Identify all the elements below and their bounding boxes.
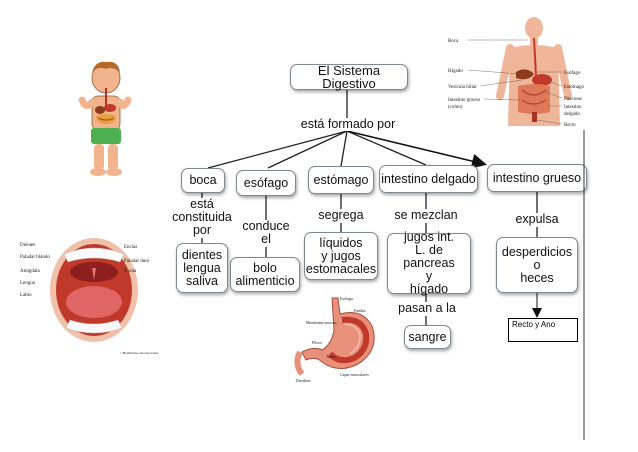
organ-node-boca: boca bbox=[181, 168, 225, 193]
organ-label: boca bbox=[189, 173, 217, 187]
title-text: El Sistema Digestivo bbox=[317, 63, 381, 91]
body-label-intestino-grueso: Intestino grueso bbox=[448, 98, 481, 103]
organ-node-intestino-delgado: intestino delgado bbox=[379, 165, 478, 193]
stomach-label-piloro: Píloro bbox=[312, 340, 322, 345]
line-to-intestino-grueso bbox=[346, 130, 487, 169]
organ-label: esófago bbox=[243, 175, 289, 190]
organ-label: intestino grueso bbox=[492, 170, 582, 185]
result-node-esofago: bolo alimenticio bbox=[230, 257, 300, 292]
body-label-colon: (colon) bbox=[448, 105, 463, 110]
body-label-delgado: delgado bbox=[564, 112, 580, 117]
result-label: líquidos y jugos estomacales bbox=[305, 235, 377, 276]
result-label: desperdicios o heces bbox=[501, 244, 573, 285]
organ-node-esofago: esófago bbox=[236, 170, 296, 196]
body-label-pancreas: Páncreas bbox=[564, 97, 582, 102]
note-box: Recto y Ano bbox=[508, 318, 578, 342]
line-to-esofago bbox=[267, 130, 348, 169]
result-label: bolo alimenticio bbox=[235, 260, 295, 288]
mouth-label-amigdala: Amígdala bbox=[20, 269, 40, 274]
body-label-boca: Boca bbox=[448, 39, 459, 44]
line-to-intestino-delgado bbox=[346, 130, 427, 166]
link-esofago: conduce el bbox=[236, 220, 296, 246]
organ-node-estomago: estómago bbox=[308, 166, 374, 194]
result-label: jugos int. L. de pancreas y hígado bbox=[403, 230, 455, 296]
link-intestino-delgado: se mezclan bbox=[393, 208, 459, 222]
stomach-label-fundus: Fundus bbox=[354, 308, 366, 313]
body-label-recto: Recto bbox=[564, 123, 576, 128]
stomach-label-membrana: Membrana mucosa bbox=[306, 320, 337, 325]
result-label: sangre bbox=[408, 329, 447, 344]
mouth-label-lengua: Lengua bbox=[20, 281, 36, 286]
result-node-boca: dientes lengua saliva bbox=[176, 243, 228, 293]
result-node-estomago: líquidos y jugos estomacales bbox=[304, 232, 378, 280]
link-estomago: segrega bbox=[309, 209, 373, 222]
note-text: Recto y Ano bbox=[512, 320, 556, 329]
stomach-label-esofago: Esófago bbox=[340, 296, 353, 301]
title-node: El Sistema Digestivo bbox=[290, 64, 408, 90]
result-label: dientes lengua saliva bbox=[181, 247, 223, 288]
body-label-vesicula: Vesícula biliar bbox=[448, 85, 477, 90]
organ-label: estómago bbox=[313, 172, 369, 187]
mouth-label-dientes: Dientes bbox=[20, 243, 35, 248]
link-boca: está constituida por bbox=[166, 198, 238, 237]
link-intestino-grueso: expulsa bbox=[508, 213, 566, 226]
mouth-label-encias: Encías bbox=[124, 245, 137, 250]
root-link-text: está formado por bbox=[295, 118, 401, 131]
line-to-estomago bbox=[340, 130, 348, 167]
mouth-label-paladar-blando: Paladar blando bbox=[20, 255, 50, 260]
result-node-intestino-delgado: jugos int. L. de pancreas y hígado bbox=[387, 230, 471, 296]
organ-label: intestino delgado bbox=[381, 171, 476, 186]
mouth-label-labio: Labio bbox=[20, 293, 32, 298]
human-body-digestive-illustration: Boca Hígado Vesícula biliar Intestino gr… bbox=[448, 17, 584, 128]
mouth-credit: ©Healthwise, Incorporated bbox=[120, 350, 158, 356]
link2-intestino-delgado: pasan a la bbox=[395, 302, 459, 315]
organ-node-intestino-grueso: intestino grueso bbox=[487, 164, 587, 192]
stomach-label-antro: Antro bbox=[326, 354, 335, 359]
stomach-label-duodeno: Duodeno bbox=[296, 378, 311, 383]
body-label-esofago: Esófago bbox=[564, 71, 581, 76]
stomach-label-capas: Capas musculares bbox=[340, 372, 369, 377]
mouth-label-uvula: Úvula bbox=[124, 268, 137, 274]
child-digestive-illustration bbox=[78, 61, 132, 176]
mouth-label-paladar-duro: Paladar duro bbox=[124, 259, 150, 264]
body-label-intestino: Intestino bbox=[564, 105, 582, 110]
result-node-intestino-grueso: desperdicios o heces bbox=[496, 237, 578, 293]
divider-line bbox=[583, 130, 585, 440]
body-label-higado: Hígado bbox=[448, 69, 463, 74]
result2-node-sangre: sangre bbox=[404, 325, 451, 349]
body-label-estomago: Estómago bbox=[564, 85, 584, 90]
mouth-anatomy-illustration: Dientes Paladar blando Amígdala Lengua L… bbox=[20, 238, 158, 356]
stomach-anatomy-illustration: Esófago Fundus Membrana mucosa Píloro An… bbox=[294, 296, 375, 383]
line-to-boca bbox=[207, 130, 348, 169]
